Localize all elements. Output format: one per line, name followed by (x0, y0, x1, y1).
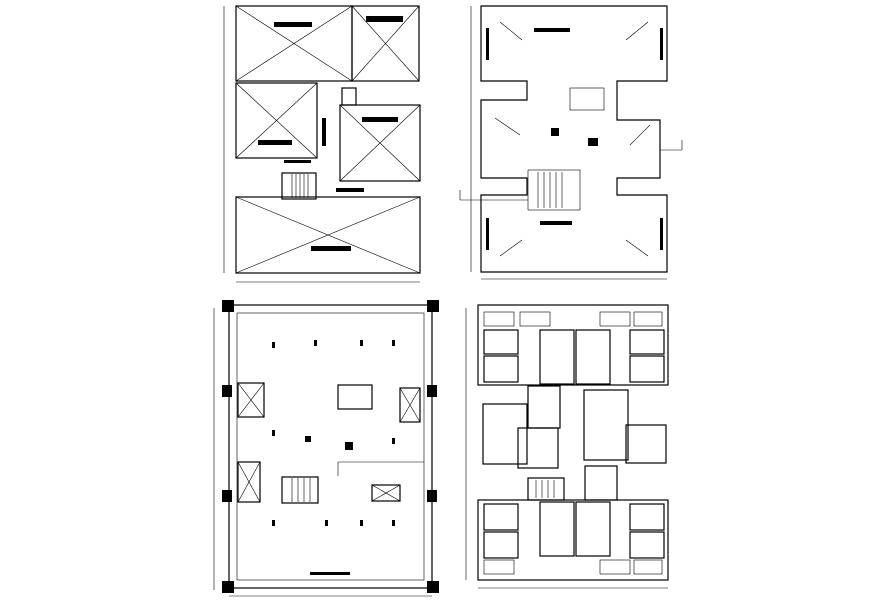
roof-plan-1 (223, 5, 421, 283)
typical-floor-plan (465, 304, 669, 589)
ground-floor-plan (213, 300, 439, 597)
roof-plan-2 (459, 5, 683, 280)
